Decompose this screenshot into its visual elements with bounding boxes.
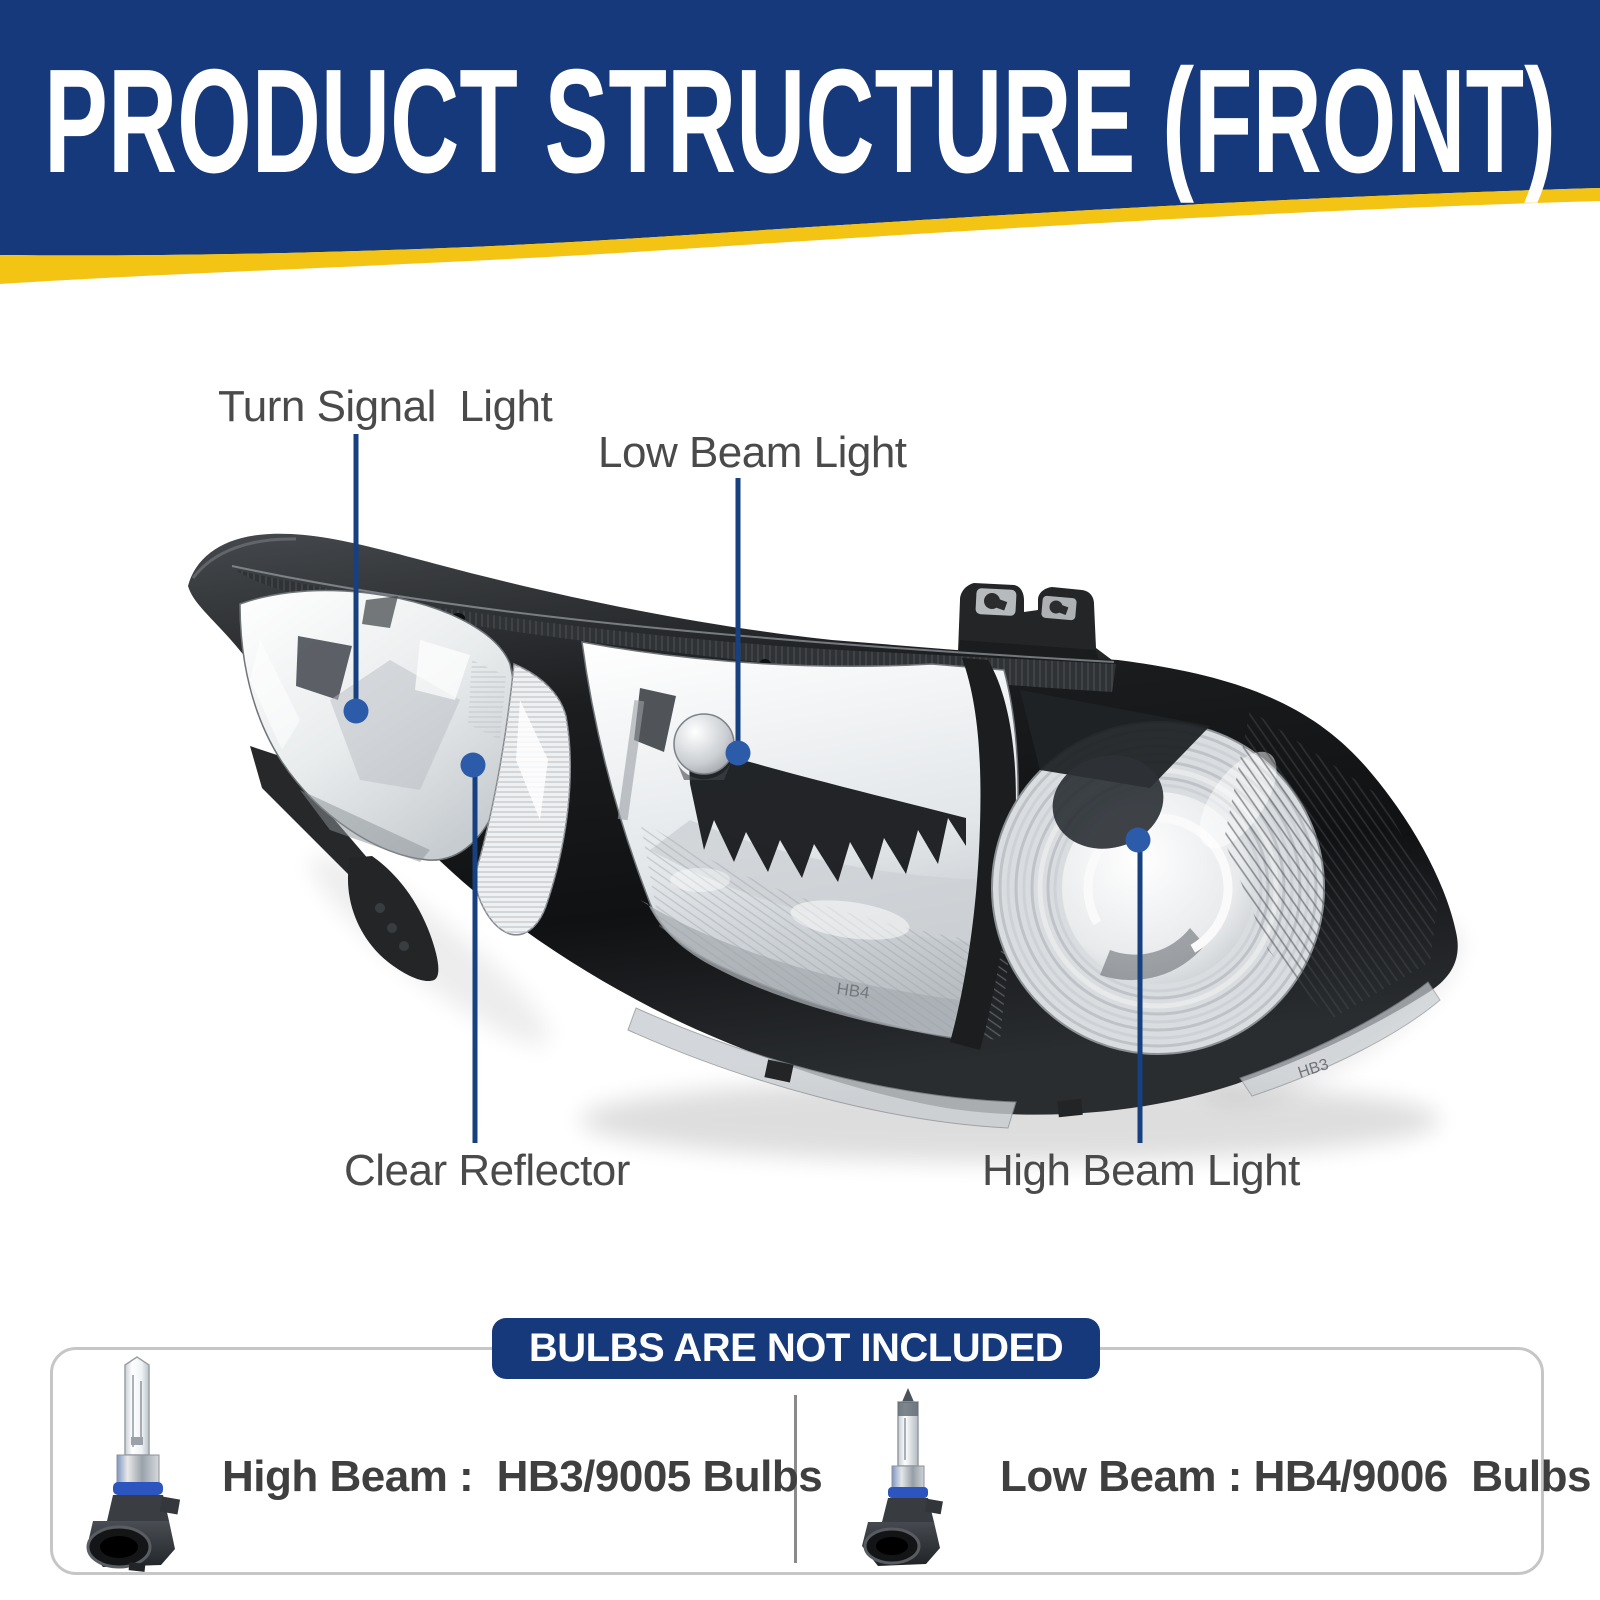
bottom-lens-flange [627, 981, 1441, 1129]
label-clear-reflector: Clear Reflector [344, 1146, 630, 1195]
hb3-9005-bulb-icon [86, 1356, 181, 1572]
label-low-beam-light: Low Beam Light [598, 428, 907, 477]
banner-blue-shape [0, 0, 1600, 256]
page-title: PRODUCT STRUCTURE (FRONT) [44, 39, 1556, 204]
mounting-tab [347, 856, 439, 982]
bulbs-box-divider [794, 1395, 797, 1563]
bulbs-box-header-text: BULBS ARE NOT INCLUDED [528, 1326, 1064, 1370]
bulbs-box-header: BULBS ARE NOT INCLUDED [492, 1318, 1100, 1379]
lens-marking-hb4: HB4 [835, 979, 870, 1002]
callout-dot-clear-reflector [460, 752, 486, 778]
hb4-9006-bulb-icon [862, 1388, 943, 1566]
sawtooth-reflections [688, 744, 966, 882]
low-beam-bulb-spec: Low Beam : HB4/9006 Bulbs [1000, 1452, 1591, 1501]
high-beam-bulb-shadow [1052, 755, 1164, 849]
low-beam-chamber [581, 641, 1019, 1043]
high-beam-bulb-spec: High Beam : HB3/9005 Bulbs [222, 1452, 823, 1501]
lower-mount-arm [250, 746, 376, 878]
clear-reflector-strip [473, 662, 572, 936]
callout-dot-high-beam [1125, 827, 1151, 853]
low-beam-bulb-dome [673, 713, 735, 775]
callout-dot-turn-signal [343, 698, 369, 724]
title-banner: PRODUCT STRUCTURE (FRONT) [0, 0, 1600, 284]
turn-signal-chamber [239, 589, 516, 862]
label-turn-signal-light: Turn Signal Light [218, 382, 553, 431]
label-high-beam-light: High Beam Light [982, 1146, 1300, 1195]
callout-dot-low-beam [725, 740, 751, 766]
banner-yellow-stripe [0, 188, 1600, 284]
